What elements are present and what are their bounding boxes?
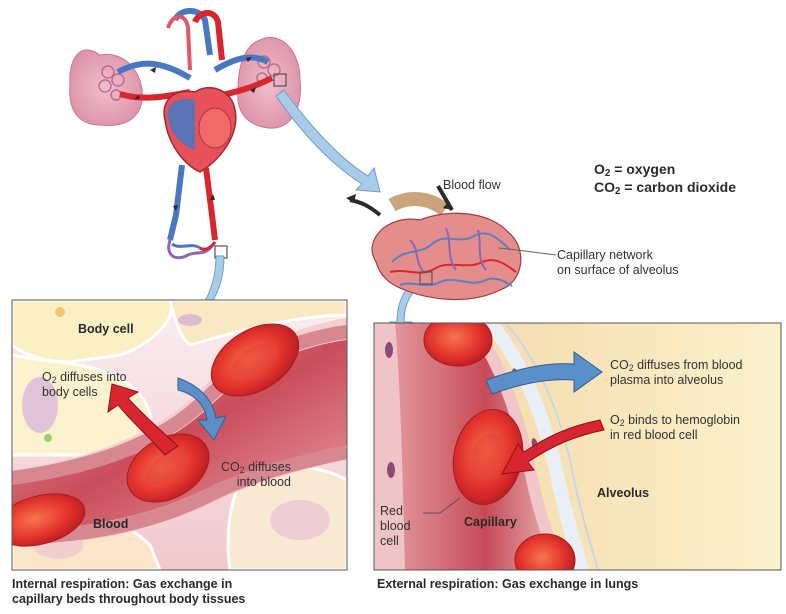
external-respiration-panel [374,314,781,586]
red-blood-cell-label: Red blood cell [380,504,411,549]
capillary-network-label: Capillary network on surface of alveolus [557,248,679,278]
o2-binds-label: O2 binds to hemoglobin in red blood cell [610,413,740,443]
blood-flow-label: Blood flow [443,178,501,193]
o2-diffuses-label: O2 diffuses into body cells [42,370,127,400]
capillary-label: Capillary [464,515,517,530]
body-cell-label: Body cell [78,322,134,337]
alveolus-capillary-network [346,186,556,299]
internal-respiration-caption: Internal respiration: Gas exchange in ca… [12,577,245,607]
legend: O2 = oxygen CO2 = carbon dioxide [594,160,736,196]
co2-diffuses-label: CO2 diffuses into blood [221,460,291,490]
blood-label: Blood [93,517,128,532]
circulatory-system-diagram [70,11,301,258]
alveolus-label: Alveolus [597,486,649,501]
external-respiration-caption: External respiration: Gas exchange in lu… [377,577,638,592]
legend-carbon-dioxide: CO2 = carbon dioxide [594,178,736,196]
co2-from-blood-label: CO2 diffuses from blood plasma into alve… [610,358,742,388]
legend-oxygen: O2 = oxygen [594,160,736,178]
internal-respiration-panel [0,300,347,570]
